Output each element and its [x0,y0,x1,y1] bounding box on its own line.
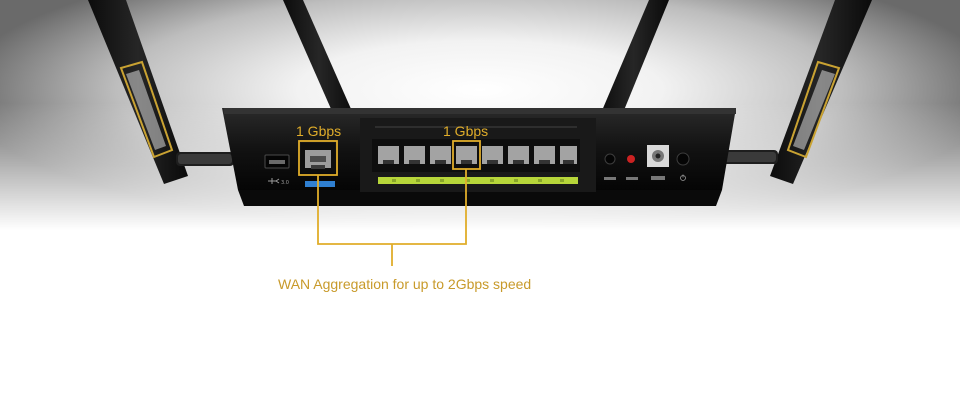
svg-text:3.0: 3.0 [281,180,289,186]
control-panel [604,145,690,181]
antenna-left [88,0,234,184]
aggregation-connector [317,169,467,266]
antenna-right [720,0,872,184]
aggregation-caption: WAN Aggregation for up to 2Gbps speed [278,276,532,292]
usb-icon: 3.0 [268,178,289,186]
lan-ports [372,139,580,184]
antenna-rear-right [598,0,669,120]
lan-speed-label: 1 Gbps [443,123,489,139]
wan-port [298,140,338,187]
power-icon [680,174,686,181]
wan-speed-label: 1 Gbps [296,123,342,139]
antenna-rear-left [283,0,355,118]
usb-port: 3.0 [264,154,290,186]
